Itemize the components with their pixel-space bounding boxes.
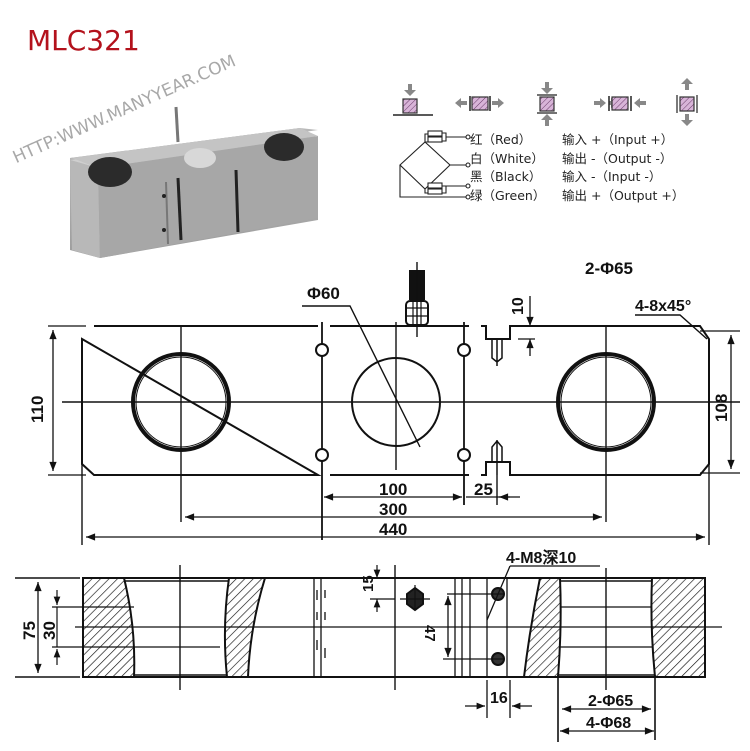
load-mode-tension-vertical-icon	[676, 78, 698, 126]
dim-bore-large: 4-Φ68	[586, 715, 631, 732]
dim-47: 47	[421, 625, 438, 642]
dim-75: 75	[20, 621, 39, 640]
load-mode-tension-horizontal-icon	[455, 96, 504, 111]
dim-height-right: 108	[712, 394, 731, 422]
load-mode-compression-base-icon	[393, 84, 433, 116]
side-view-drawing	[15, 565, 722, 742]
top-view-drawing	[48, 262, 740, 545]
dim-15: 15	[360, 575, 377, 592]
dim-chamfer: 4-8x45°	[635, 298, 691, 315]
dim-440: 440	[379, 520, 407, 539]
wiring-row-white: 白（White） 输出 -（Output -）	[470, 150, 673, 166]
wiring-row-black: 黑（Black） 输入 -（Input -）	[470, 169, 662, 184]
load-mode-icons	[393, 78, 698, 126]
wiring-row-green: 绿（Green） 输出 +（Output +）	[470, 187, 685, 203]
dim-height-left: 110	[28, 396, 47, 423]
load-mode-compression-both-icon	[537, 82, 557, 126]
dim-300: 300	[379, 500, 407, 519]
dim-30: 30	[40, 621, 59, 640]
model-title: MLC321	[27, 24, 140, 57]
dim-thread: 4-M8深10	[506, 548, 576, 567]
load-cell-photo	[70, 106, 318, 258]
dim-100: 100	[379, 480, 407, 499]
dimension-labels: Φ60 2-Φ65 4-8x45° 10 110 108 100 25 300 …	[20, 259, 731, 732]
dim-bore-small: 2-Φ65	[588, 693, 633, 710]
wiring-legend: 红（Red） 输入 +（Input +） 白（White） 输出 -（Outpu…	[470, 131, 684, 205]
dim-holes: 2-Φ65	[585, 259, 633, 278]
wiring-bridge-diagram	[399, 130, 471, 200]
dim-slot-depth: 10	[510, 297, 527, 315]
wiring-row-red: 红（Red） 输入 +（Input +）	[470, 132, 674, 147]
dim-center-hole: Φ60	[307, 284, 340, 303]
dim-25: 25	[474, 480, 493, 499]
load-mode-compression-horizontal-icon	[594, 96, 646, 111]
dim-16: 16	[490, 690, 508, 707]
